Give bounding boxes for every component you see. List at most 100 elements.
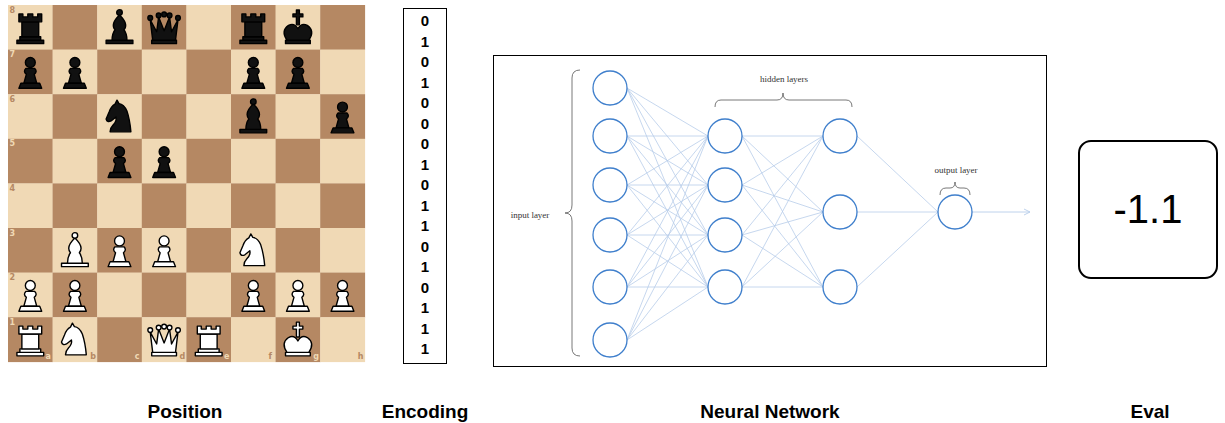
board-square: [276, 139, 321, 184]
board-square: [8, 228, 53, 273]
file-coordinate: h: [358, 352, 364, 361]
stage-caption: Position: [148, 401, 223, 423]
chess-piece: [153, 236, 176, 267]
file-coordinate: d: [179, 352, 185, 361]
board-square: [8, 183, 53, 228]
board-square: [276, 183, 321, 228]
weight-line: [742, 136, 823, 287]
chess-piece: [331, 281, 354, 312]
piece-part: [106, 100, 131, 132]
piece-part: [72, 233, 78, 239]
piece-part: [115, 147, 125, 157]
chess-piece: [148, 12, 181, 44]
rank-coordinate: 3: [10, 229, 16, 238]
chess-piece: [240, 234, 265, 266]
board-square: [8, 273, 53, 318]
piece-part: [240, 234, 265, 266]
piece-part: [22, 334, 39, 349]
stage-caption: Encoding: [382, 401, 469, 423]
piece-part: [338, 281, 348, 291]
piece-part: [19, 306, 42, 311]
neuron: [593, 119, 627, 153]
weight-line: [742, 185, 823, 287]
weight-line: [627, 136, 708, 287]
piece-part: [248, 281, 258, 291]
piece-part: [115, 236, 125, 246]
chess-piece: [240, 99, 267, 133]
chess-piece: [64, 281, 87, 312]
board-square: [8, 94, 53, 139]
neuron: [708, 119, 742, 153]
weight-line: [627, 88, 708, 136]
weight-line: [627, 185, 708, 235]
weight-line: [627, 235, 708, 287]
board-square: [320, 273, 365, 318]
weight-line: [627, 136, 708, 235]
piece-part: [70, 281, 80, 291]
rank-coordinate: 1: [10, 318, 16, 327]
board-square: [186, 273, 231, 318]
board-square: [53, 50, 98, 95]
weight-line: [742, 235, 823, 287]
board-square: [53, 5, 98, 50]
weight-line: [627, 136, 708, 185]
board-square: [276, 94, 321, 139]
chess-piece: [240, 14, 267, 44]
piece-part: [331, 306, 354, 311]
weight-line: [742, 136, 823, 185]
piece-part: [167, 13, 172, 18]
chess-piece: [106, 100, 131, 132]
piece-part: [108, 172, 131, 177]
piece-part: [242, 14, 265, 22]
board-square: [142, 183, 187, 228]
piece-part: [68, 68, 81, 83]
board-square: [276, 50, 321, 95]
board-square: [97, 50, 142, 95]
rank-coordinate: 6: [10, 95, 16, 104]
file-coordinate: a: [46, 352, 51, 361]
piece-part: [331, 128, 354, 133]
piece-part: [62, 323, 87, 355]
piece-part: [338, 102, 348, 112]
eval-box: -1.1: [1078, 140, 1218, 279]
network-box: hidden layersoutput layerinput layer: [493, 55, 1047, 367]
piece-part: [167, 325, 172, 330]
weight-line: [627, 88, 708, 287]
weight-line: [627, 235, 708, 340]
neuron: [593, 323, 627, 357]
file-coordinate: e: [224, 352, 229, 361]
piece-part: [19, 83, 42, 88]
neuron: [708, 168, 742, 202]
encoding-box: 0 1 0 1 0 0 0 1 0 1 1 0 1 0 1 1 1: [403, 8, 447, 364]
board-square: [142, 94, 187, 139]
board-square: [231, 94, 276, 139]
chess-piece: [19, 58, 42, 89]
board-square: [276, 273, 321, 318]
piece-part: [64, 83, 87, 88]
piece-part: [197, 326, 220, 334]
chess-piece: [148, 324, 181, 356]
piece-part: [117, 10, 123, 16]
piece-part: [159, 147, 169, 157]
board-square: [97, 5, 142, 50]
brace: [565, 70, 580, 356]
piece-part: [293, 10, 303, 25]
board-square: [231, 273, 276, 318]
board-square: [8, 139, 53, 184]
board-square: [97, 273, 142, 318]
board-square: [231, 50, 276, 95]
weight-line: [627, 235, 708, 236]
weight-line: [627, 136, 708, 185]
piece-part: [162, 324, 167, 329]
board-square: [8, 50, 53, 95]
weight-line: [857, 136, 938, 212]
piece-part: [176, 16, 181, 21]
chess-piece: [106, 10, 133, 44]
weight-line: [627, 136, 708, 287]
weight-line: [627, 136, 708, 137]
board-square: [53, 183, 98, 228]
board-square: [142, 273, 187, 318]
file-coordinate: f: [269, 352, 272, 361]
board-square: [97, 94, 142, 139]
board-square: [186, 94, 231, 139]
